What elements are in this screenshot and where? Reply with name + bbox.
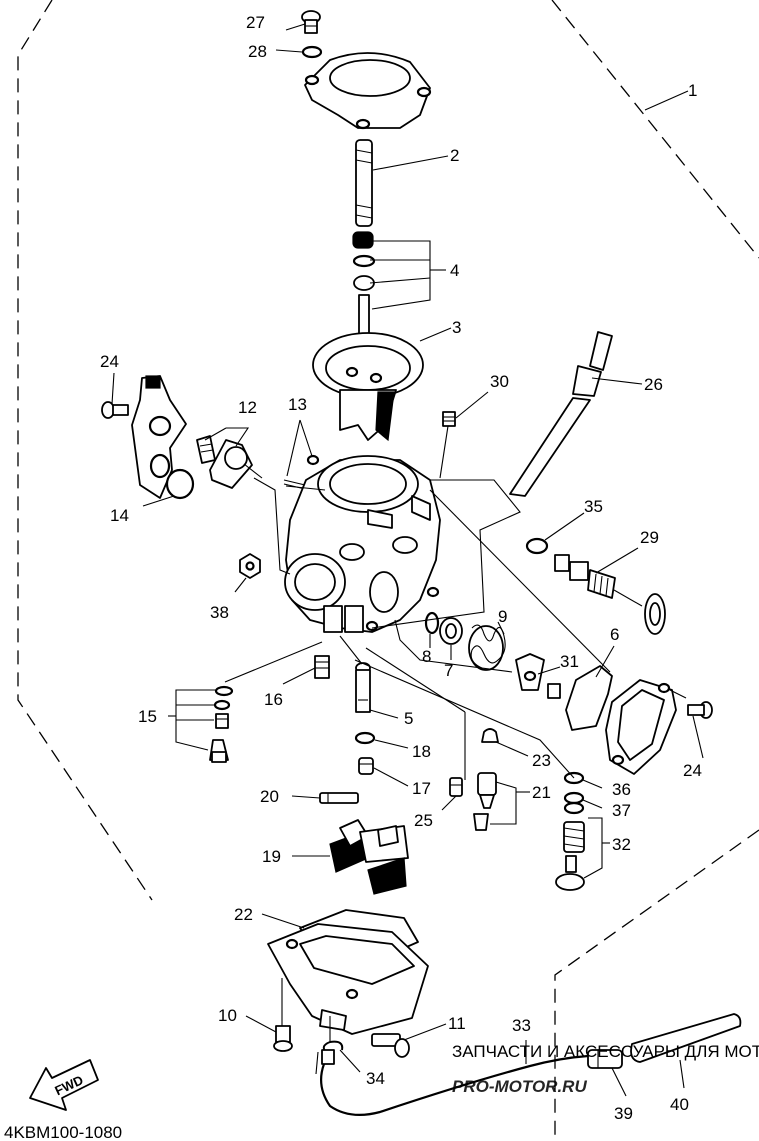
label-part-8: 8 <box>422 647 431 666</box>
label-part-7: 7 <box>444 661 453 680</box>
label-part-18: 18 <box>412 742 431 761</box>
part-10-screw <box>273 1025 293 1052</box>
part-39-fitting <box>587 1049 623 1069</box>
part-24-screw-right <box>687 701 713 719</box>
leader-lines <box>111 23 704 1097</box>
label-part-39: 39 <box>614 1104 633 1123</box>
part-20-pin <box>319 792 359 804</box>
part-2-spring <box>355 139 373 227</box>
part-float-bowl <box>267 923 429 1035</box>
part-26-choke-cable <box>509 331 613 497</box>
label-part-9: 9 <box>498 607 507 626</box>
part-29-starter-plunger <box>554 554 666 635</box>
part-labels: 1 2 3 4 5 6 7 8 9 10 11 12 13 14 15 16 1… <box>100 13 702 1123</box>
label-part-35: 35 <box>584 497 603 516</box>
label-part-27: 27 <box>246 13 265 32</box>
part-31-bracket <box>515 653 561 699</box>
label-part-16: 16 <box>264 690 283 709</box>
part-33-hose <box>319 1054 589 1117</box>
label-part-19: 19 <box>262 847 281 866</box>
watermark-line: ЗАПЧАСТИ И АКСЕССУАРЫ ДЛЯ МОТОТЕХНИКИ <box>452 1042 759 1061</box>
label-part-32: 32 <box>612 835 631 854</box>
label-part-2: 2 <box>450 146 459 165</box>
part-6-cover <box>605 679 677 775</box>
diagram-code: 4KBM100-1080 <box>4 1123 122 1141</box>
part-7-diaphragm <box>439 617 463 645</box>
part-27-screw <box>301 10 321 34</box>
part-15-pilot-screw-set <box>209 685 234 763</box>
label-part-30: 30 <box>490 372 509 391</box>
label-part-11: 11 <box>448 1014 466 1033</box>
label-part-29: 29 <box>640 528 659 547</box>
part-24-screw-left <box>101 401 129 419</box>
label-part-37: 37 <box>612 801 631 820</box>
label-part-17: 17 <box>412 779 431 798</box>
label-part-15: 15 <box>138 707 157 726</box>
label-part-21: 21 <box>532 783 551 802</box>
label-part-24-left: 24 <box>100 352 119 371</box>
label-part-12: 12 <box>238 398 257 417</box>
fwd-arrow-icon <box>29 1059 99 1111</box>
label-part-3: 3 <box>452 318 461 337</box>
label-part-10: 10 <box>218 1006 237 1025</box>
part-35-washer <box>525 537 549 555</box>
label-part-6: 6 <box>610 625 619 644</box>
label-part-5: 5 <box>404 709 413 728</box>
part-37-o-ring <box>563 791 585 805</box>
part-1-top-cover <box>304 52 432 130</box>
part-16-screw <box>314 655 330 679</box>
part-17-main-jet <box>358 757 374 775</box>
label-part-23: 23 <box>532 751 551 770</box>
part-32-screw-spring <box>555 801 585 891</box>
part-11-screw <box>371 1033 410 1058</box>
label-part-34: 34 <box>366 1069 385 1088</box>
parts <box>29 10 742 1117</box>
label-part-25: 25 <box>414 811 433 830</box>
label-part-1: 1 <box>688 81 697 100</box>
part-5-needle-jet <box>355 662 371 713</box>
part-14-throttle-cover <box>131 375 187 499</box>
part-18-washer <box>354 731 376 745</box>
part-23-plug <box>481 728 499 743</box>
watermark-logo: PRO-MOTOR.RU <box>452 1077 587 1096</box>
part-8-washer <box>424 611 440 635</box>
part-30-screw <box>442 411 456 427</box>
label-part-31: 31 <box>560 652 579 671</box>
part-6-gasket <box>565 665 613 731</box>
label-part-13: 13 <box>288 395 307 414</box>
label-part-28: 28 <box>248 42 267 61</box>
part-21-needle-valve <box>473 772 497 831</box>
label-part-26: 26 <box>644 375 663 394</box>
part-34-clip <box>321 1040 344 1065</box>
label-part-24-right: 24 <box>683 761 702 780</box>
label-part-40: 40 <box>670 1095 689 1114</box>
part-28-washer <box>301 45 323 59</box>
part-25-jet <box>449 777 463 797</box>
label-part-22: 22 <box>234 905 253 924</box>
label-part-33: 33 <box>512 1016 531 1035</box>
part-19-float <box>329 819 409 895</box>
label-part-14: 14 <box>110 506 129 525</box>
part-12-throttle-stop <box>196 435 263 489</box>
label-part-20: 20 <box>260 787 279 806</box>
carburetor-body <box>284 455 441 633</box>
label-part-36: 36 <box>612 780 631 799</box>
part-9-spring <box>468 624 506 671</box>
label-part-4: 4 <box>450 261 459 280</box>
part-14-o-ring <box>165 468 195 500</box>
part-3-diaphragm <box>312 332 424 442</box>
part-38-nut <box>239 553 261 579</box>
part-40-hose <box>630 1013 742 1063</box>
assembly-boundary <box>17 0 759 1141</box>
label-part-38: 38 <box>210 603 229 622</box>
